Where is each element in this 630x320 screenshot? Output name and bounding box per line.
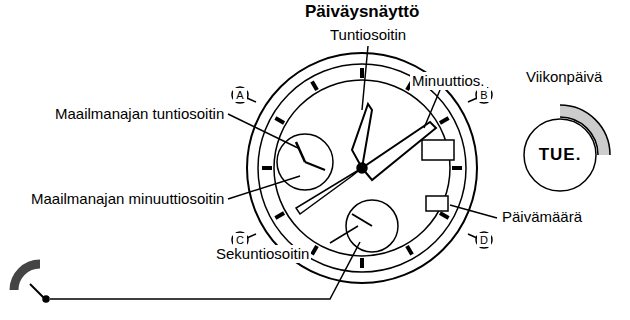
title: Päiväysnäyttö <box>305 2 419 22</box>
hour-marker <box>360 258 364 268</box>
hour-marker <box>312 81 317 90</box>
hour-marker <box>440 213 449 218</box>
button-letter: C <box>233 233 247 247</box>
button-letter: B <box>477 88 491 102</box>
hour-marker <box>312 246 317 255</box>
part-label: Tuntiosoitin <box>328 26 408 44</box>
hour-marker <box>275 118 284 123</box>
hour-marker <box>360 68 364 78</box>
part-label: Maailmanajan minuuttiosoitin <box>29 190 226 208</box>
part-label: Minuuttios. <box>410 72 487 90</box>
hour-marker <box>275 213 284 218</box>
hour-marker <box>440 118 449 123</box>
part-label: Päivämäärä <box>500 208 584 226</box>
hour-marker <box>452 166 462 170</box>
hour-marker <box>407 246 412 255</box>
part-label: Sekuntiosoitin <box>214 245 311 263</box>
weekday-text: TUE. <box>539 145 582 165</box>
hour-marker <box>262 166 272 170</box>
button-letter: A <box>233 88 247 102</box>
button-letter: D <box>477 233 491 247</box>
part-label: Viikonpäivä <box>524 68 604 86</box>
part-label: Maailmanajan tuntiosoitin <box>53 105 226 123</box>
weekday-circle: TUE. <box>524 119 596 191</box>
